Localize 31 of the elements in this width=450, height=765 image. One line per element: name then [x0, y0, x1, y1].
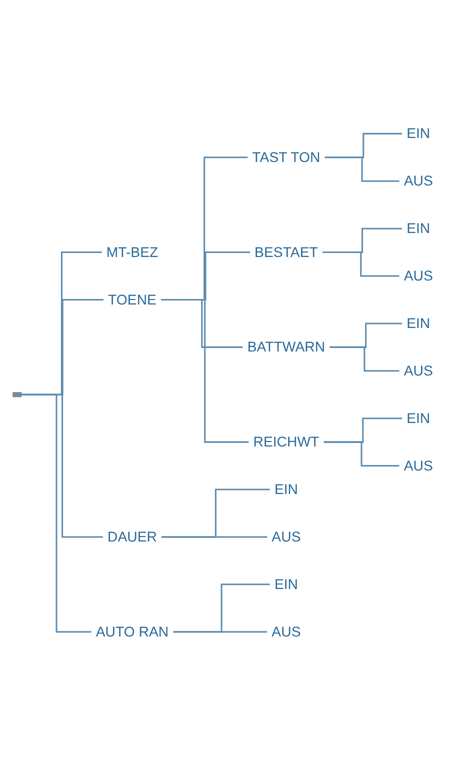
connector: [322, 251, 400, 277]
connector: [161, 536, 268, 538]
connector: [324, 156, 400, 182]
node-text: EIN: [274, 576, 298, 592]
node-text: EIN: [406, 314, 430, 331]
node-text: AUS: [404, 362, 433, 378]
connector: [160, 298, 250, 443]
connector: [21, 394, 92, 632]
node-text: TOENE: [108, 290, 156, 308]
node-text: EIN: [406, 220, 430, 236]
node-text: AUS: [404, 267, 433, 284]
connector: [323, 441, 400, 466]
node-text: REICHWT: [253, 433, 320, 450]
node-text: AUS: [404, 456, 433, 474]
node-text: TAST TON: [252, 148, 320, 165]
node-text: AUTO RAN: [96, 622, 169, 640]
node-text: EIN: [274, 480, 298, 497]
node-text: BESTAET: [254, 243, 318, 260]
node-text: AUS: [404, 172, 433, 188]
node-bar: [12, 392, 22, 397]
node-text: DAUER: [108, 528, 157, 544]
node-text: AUS: [272, 622, 301, 640]
connector: [172, 583, 270, 632]
node-text: MT-BEZ: [106, 243, 158, 260]
node-text: AUS: [272, 528, 301, 544]
node-text: BATTWARN: [247, 338, 326, 354]
connector: [329, 346, 400, 372]
node-text: EIN: [406, 124, 430, 141]
node-text: EIN: [406, 410, 430, 426]
connector: [161, 488, 270, 538]
connector: [172, 630, 268, 632]
